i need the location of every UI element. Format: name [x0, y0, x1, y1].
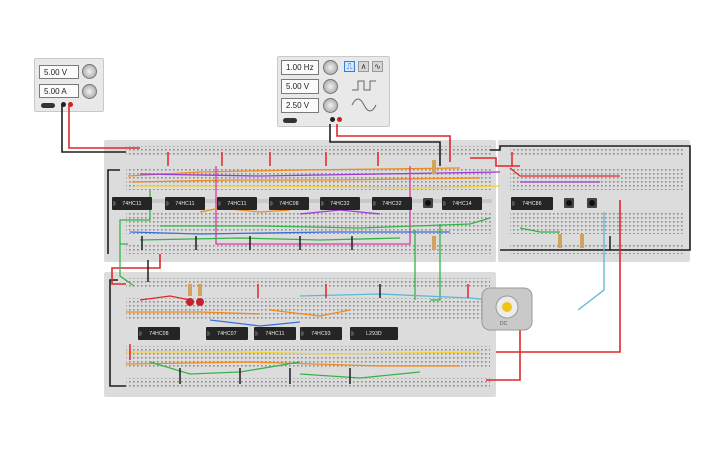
function-generator[interactable]: 1.00 Hz 5.00 V 2.50 V ⎍ ∧ ∿ [277, 56, 390, 127]
chip-top-6[interactable]: 74HC32 [372, 197, 412, 210]
voltage-readout: 5.00 V [39, 65, 79, 79]
frequency-readout: 1.00 Hz [281, 60, 319, 75]
amplitude-knob[interactable] [323, 79, 338, 94]
chip-bottom-1[interactable]: 74HC08 [138, 327, 180, 340]
power-supply-switch[interactable] [41, 103, 55, 108]
voltage-knob[interactable] [82, 64, 97, 79]
sine-wave-button[interactable]: ∿ [372, 61, 383, 72]
frequency-knob[interactable] [323, 60, 338, 75]
offset-readout: 2.50 V [281, 98, 319, 113]
chip-top-3[interactable]: 74HC11 [217, 197, 257, 210]
power-wires[interactable] [61, 104, 691, 387]
amplitude-readout: 5.00 V [281, 79, 319, 94]
current-knob[interactable] [82, 84, 97, 99]
function-generator-switch[interactable] [283, 118, 297, 123]
sine-wave-preview-icon [351, 98, 377, 112]
pushbutton-top[interactable] [423, 198, 433, 208]
chip-top-7[interactable]: 74HC14 [442, 197, 482, 210]
chip-bottom-5[interactable]: L293D [350, 327, 398, 340]
jumper-wires[interactable] [129, 152, 611, 384]
fg-negative-terminal[interactable] [330, 117, 335, 122]
ps-negative-terminal[interactable] [61, 102, 66, 107]
chip-right-1[interactable]: 74HC86 [511, 197, 553, 210]
square-wave-preview-icon [352, 80, 376, 91]
pushbutton-right-2[interactable] [587, 198, 597, 208]
motor-label: DC [500, 321, 508, 327]
offset-knob[interactable] [323, 98, 338, 113]
power-supply[interactable]: 5.00 V 5.00 A [34, 58, 104, 112]
chip-top-2[interactable]: 74HC11 [165, 197, 205, 210]
chip-bottom-2[interactable]: 74HC07 [206, 327, 248, 340]
current-readout: 5.00 A [39, 84, 79, 98]
chip-bottom-4[interactable]: 74HC93 [300, 327, 342, 340]
chip-top-5[interactable]: 74HC32 [320, 197, 360, 210]
fg-positive-terminal[interactable] [337, 117, 342, 122]
resistors[interactable] [188, 160, 584, 296]
chip-bottom-3[interactable]: 74HC11 [254, 327, 296, 340]
leds[interactable] [186, 298, 204, 306]
chip-top-1[interactable]: 74HC11 [112, 197, 152, 210]
ps-positive-terminal[interactable] [68, 102, 73, 107]
square-wave-button[interactable]: ⎍ [344, 61, 355, 72]
dc-motor[interactable] [481, 287, 533, 331]
triangle-wave-button[interactable]: ∧ [358, 61, 369, 72]
pushbutton-right-1[interactable] [564, 198, 574, 208]
chip-top-4[interactable]: 74HC08 [269, 197, 309, 210]
